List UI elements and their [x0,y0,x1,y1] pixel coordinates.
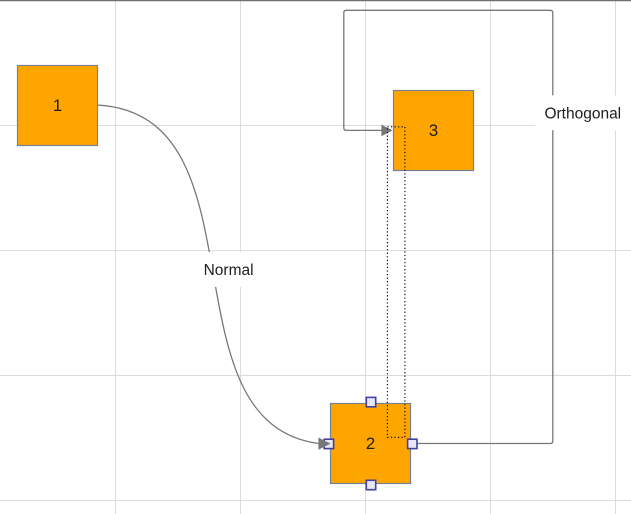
edge-orthogonal[interactable] [343,9,554,445]
nodes: 1 2 3 [16,64,475,485]
handle-bottom[interactable] [365,479,377,491]
edge-preview-dotted-path[interactable] [386,126,406,438]
edge-orthogonal-label-group[interactable]: Orthogonal [535,95,631,131]
node-3[interactable]: 3 [392,89,475,172]
node-1[interactable]: 1 [16,64,99,147]
node-3-label[interactable]: 3 [429,121,438,140]
handle-right[interactable] [406,438,418,450]
edge-normal-label[interactable]: Normal [204,262,254,279]
node-2[interactable]: 2 [329,402,412,485]
edge-normal-label-background [192,252,265,287]
node-2-label[interactable]: 2 [366,434,375,453]
edge-labels: Normal Orthogonal [192,95,631,287]
edge-normal-arrowhead[interactable] [318,437,331,450]
edge-orthogonal-arrowhead[interactable] [381,124,393,137]
node-1-rect[interactable] [16,64,99,147]
edge-orthogonal-label[interactable]: Orthogonal [544,105,621,122]
node-3-rect[interactable] [392,89,475,172]
handle-top[interactable] [365,396,377,408]
edge-orthogonal-label-background [535,95,631,131]
edge-normal-label-group[interactable]: Normal [192,252,265,287]
edge-orthogonal-path[interactable] [343,9,554,445]
node-1-label[interactable]: 1 [53,96,62,115]
